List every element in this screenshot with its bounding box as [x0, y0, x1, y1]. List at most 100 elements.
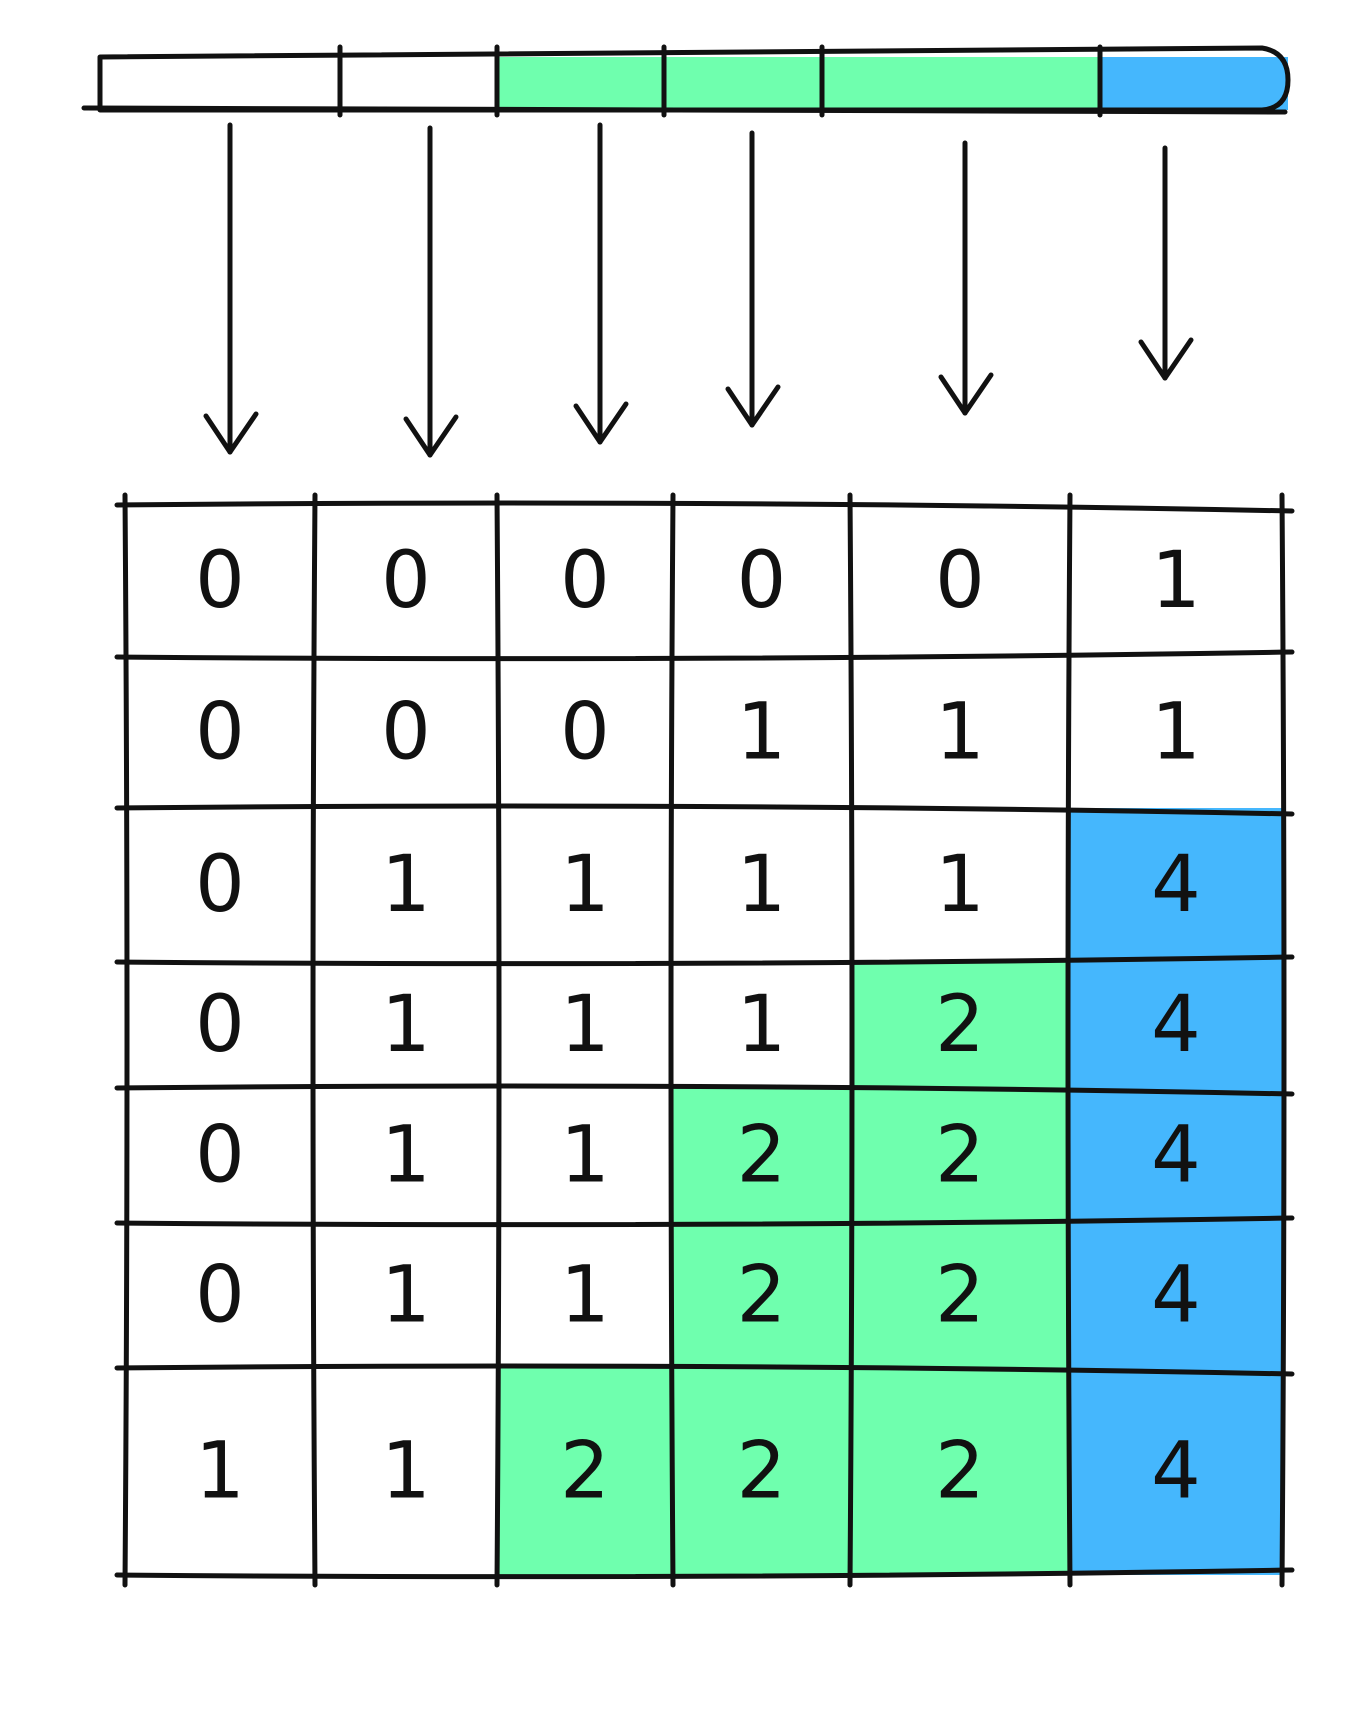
grid-cell: 1 [315, 1088, 497, 1223]
cell-value: 1 [737, 840, 787, 930]
cell-value: 1 [381, 1111, 431, 1201]
cell-value: 1 [560, 1111, 610, 1201]
cell-value: 0 [737, 536, 787, 626]
grid-column-line [122, 492, 130, 1588]
grid-column-line [494, 492, 502, 1588]
grid-cell: 1 [315, 808, 497, 962]
cell-value: 0 [195, 536, 245, 626]
cell-value: 0 [195, 1251, 245, 1341]
grid-cell: 4 [1070, 1368, 1282, 1575]
grid-row-line [114, 954, 1295, 967]
cell-value: 1 [560, 980, 610, 1070]
grid-cell: 4 [1070, 962, 1282, 1088]
cell-value: 0 [935, 536, 985, 626]
cell-value: 0 [560, 536, 610, 626]
grid-cell: 2 [850, 962, 1070, 1088]
bar-outline [97, 45, 1291, 113]
grid-cell: 0 [125, 808, 315, 962]
grid-cell: 0 [125, 657, 315, 808]
cell-value: 2 [935, 1427, 985, 1517]
cell-value: 2 [935, 980, 985, 1070]
grid-column-line [668, 492, 676, 1588]
grid-cell: 4 [1070, 1223, 1282, 1368]
cell-value: 2 [737, 1251, 787, 1341]
top-bar [81, 44, 1291, 118]
grid-cell: 4 [1070, 808, 1282, 962]
grid-cell: 0 [497, 657, 673, 808]
grid-cell: 2 [497, 1368, 673, 1575]
grid-cell: 1 [315, 1368, 497, 1575]
cell-value: 1 [381, 1251, 431, 1341]
down-arrow-icon [725, 130, 781, 428]
arrow-row [203, 122, 1194, 458]
cell-value: 1 [737, 980, 787, 1070]
cell-value: 0 [195, 688, 245, 778]
cell-value: 1 [195, 1427, 245, 1517]
grid-cell: 2 [673, 1088, 850, 1223]
cell-value: 1 [1151, 536, 1201, 626]
grid-cell: 0 [125, 505, 315, 657]
cell-value: 0 [381, 688, 431, 778]
cell-value: 4 [1151, 1111, 1201, 1201]
cell-value: 1 [381, 840, 431, 930]
grid-column-line [1279, 492, 1287, 1588]
cell-value: 1 [737, 688, 787, 778]
cell-value: 1 [935, 688, 985, 778]
grid-cell: 1 [497, 1088, 673, 1223]
grid-row-line [114, 1567, 1295, 1580]
bar-segment-6 [1100, 57, 1288, 110]
cell-value: 1 [381, 1427, 431, 1517]
down-arrow-icon [1138, 145, 1194, 381]
grid-cell: 1 [315, 962, 497, 1088]
grid-cell: 1 [1070, 657, 1282, 808]
grid-cell: 0 [497, 505, 673, 657]
bar-segment-2 [340, 57, 497, 110]
grid-cell: 1 [497, 1223, 673, 1368]
cell-value: 4 [1151, 980, 1201, 1070]
cell-value: 1 [560, 1251, 610, 1341]
grid-cell: 0 [315, 657, 497, 808]
down-arrow-icon [403, 125, 459, 458]
down-arrow-icon [938, 140, 994, 416]
cell-value: 0 [560, 688, 610, 778]
grid-cell: 0 [125, 1223, 315, 1368]
grid-cell: 0 [315, 505, 497, 657]
grid-cell: 1 [850, 657, 1070, 808]
grid-column-line [1065, 492, 1073, 1588]
bar-segment-5 [822, 57, 1100, 110]
grid-column-line [310, 492, 318, 1588]
grid-cell: 2 [673, 1223, 850, 1368]
grid-row-line [114, 1215, 1295, 1228]
grid-cell: 1 [673, 808, 850, 962]
cell-value: 2 [935, 1111, 985, 1201]
bar-segment-3 [497, 57, 664, 110]
grid-cell: 2 [850, 1368, 1070, 1575]
cell-value: 1 [381, 980, 431, 1070]
grid-cell: 0 [125, 1088, 315, 1223]
grid-row-line [114, 1363, 1295, 1377]
grid-cell: 1 [850, 808, 1070, 962]
grid-column-line [847, 492, 855, 1588]
cell-value: 4 [1151, 840, 1201, 930]
grid-cell: 1 [673, 962, 850, 1088]
grid-cell: 1 [1070, 505, 1282, 657]
down-arrow-icon [573, 122, 629, 445]
cell-value: 1 [935, 840, 985, 930]
cell-value: 2 [935, 1251, 985, 1341]
bar-baseline [81, 105, 1288, 115]
cell-value: 2 [737, 1111, 787, 1201]
grid-cell: 0 [850, 505, 1070, 657]
cell-value: 1 [560, 840, 610, 930]
grid-row-line [114, 500, 1295, 514]
cell-value: 4 [1151, 1251, 1201, 1341]
cell-value: 0 [195, 980, 245, 1070]
grid-cell: 4 [1070, 1088, 1282, 1223]
cell-value: 2 [737, 1427, 787, 1517]
grid-cell: 1 [497, 808, 673, 962]
cell-value: 2 [560, 1427, 610, 1517]
bar-segment-4 [664, 57, 822, 110]
grid-cell: 1 [673, 657, 850, 808]
cell-value: 0 [195, 840, 245, 930]
cell-value: 1 [1151, 688, 1201, 778]
grid-cell: 0 [125, 962, 315, 1088]
